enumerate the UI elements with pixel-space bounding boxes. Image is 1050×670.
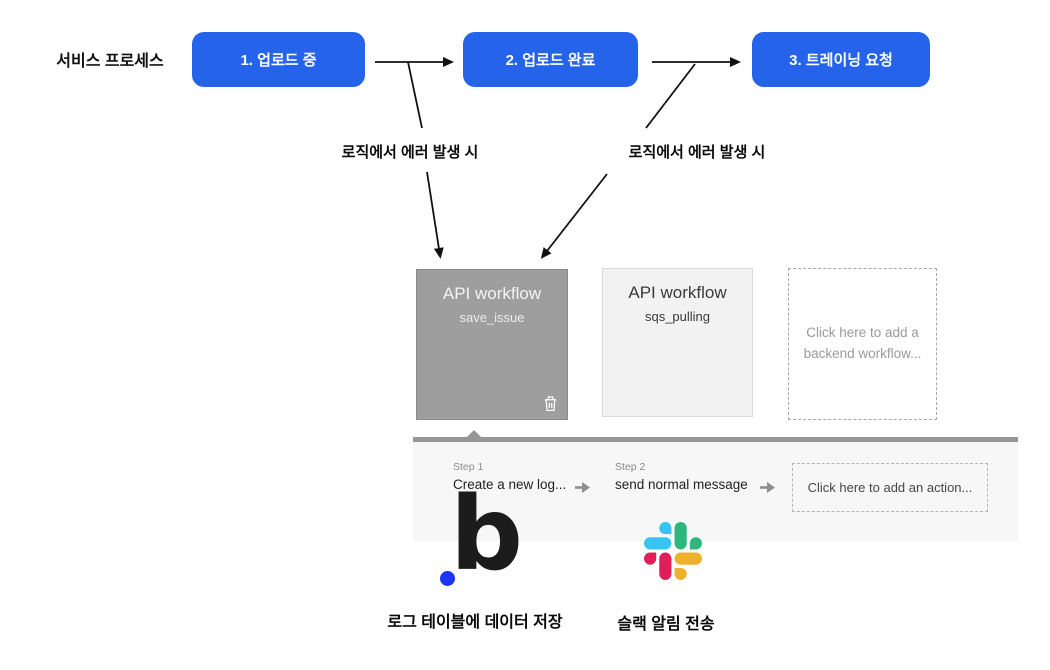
flow-node-upload-complete: 2. 업로드 완료 [463, 32, 638, 87]
workflow-card-sqs-pulling[interactable]: API workflow sqs_pulling [602, 268, 753, 417]
bubble-dot [440, 571, 455, 586]
bubble-caption: 로그 테이블에 데이터 저장 [387, 614, 563, 631]
bubble-b-glyph: b [450, 475, 524, 594]
panel-top-bar [413, 437, 1018, 442]
panel-notch [467, 430, 481, 437]
workflow-card-title: API workflow [442, 284, 542, 303]
workflow-card-name: save_issue [459, 310, 525, 325]
slack-caption: 슬랙 알림 전송 [617, 616, 715, 633]
trash-icon[interactable] [543, 395, 558, 412]
error-annotation-right: 로직에서 에러 발생 시 [628, 144, 766, 161]
flow-node-uploading: 1. 업로드 중 [192, 32, 365, 87]
step1-label: Step 1 [453, 461, 484, 473]
add-action-label: Click here to add an action... [807, 480, 973, 495]
workflow-card-save-issue[interactable]: API workflow save_issue [416, 269, 568, 420]
step-arrow-icon [760, 482, 775, 493]
process-title: 서비스 프로세스 [56, 53, 164, 70]
step2-action[interactable]: send normal message [615, 477, 748, 492]
workflow-card-name: sqs_pulling [644, 309, 711, 324]
arrow-error-right-to-workflow [540, 173, 608, 259]
actions-panel [413, 442, 1018, 541]
add-backend-workflow-button[interactable]: Click here to add a backend workflow... [788, 268, 937, 420]
add-backend-workflow-label: Click here to add a backend workflow... [803, 325, 922, 361]
arrow-error-left-to-workflow [426, 171, 444, 259]
flow-node-training-request: 3. 트레이닝 요청 [752, 32, 930, 87]
step1-action[interactable]: Create a new log... [453, 477, 567, 492]
branch-line-right [645, 63, 696, 129]
error-annotation-left: 로직에서 에러 발생 시 [341, 144, 479, 161]
workflow-card-title: API workflow [628, 283, 727, 302]
add-action-button[interactable]: Click here to add an action... [792, 463, 988, 512]
bubble-logo: b [436, 484, 523, 596]
slack-logo [644, 522, 702, 580]
branch-line-left [407, 61, 423, 129]
step2-label: Step 2 [615, 461, 646, 473]
step-arrow-icon [575, 482, 590, 493]
